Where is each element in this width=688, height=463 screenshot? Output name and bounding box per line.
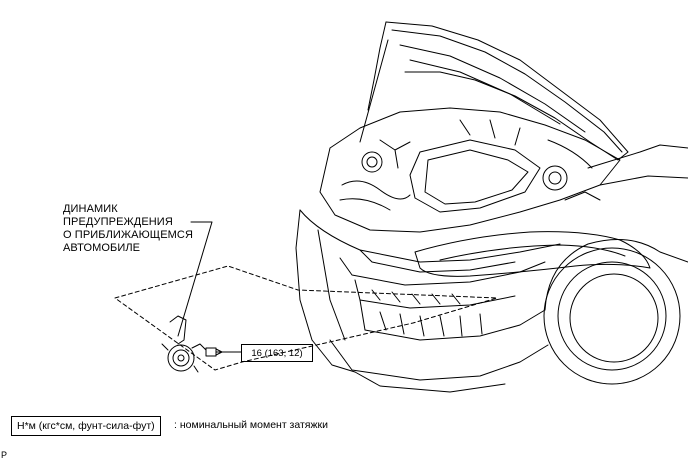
- warning-speaker: [161, 315, 207, 373]
- torque-unit-legend-box: Н*м (кгс*см, фунт-сила-фут): [11, 416, 161, 436]
- headlamp: [414, 231, 651, 277]
- callout-line-4: АВТОМОБИЛЕ: [63, 242, 141, 254]
- dashed-reference-outline: [114, 265, 498, 371]
- callout-line-1: ДИНАМИК: [63, 203, 118, 215]
- engine-bay: [319, 107, 621, 233]
- callout-line-3: О ПРИБЛИЖАЮЩЕМСЯ: [63, 229, 194, 241]
- leader-lines: [177, 221, 242, 353]
- torque-spec-box: 16 (163, 12): [241, 344, 313, 362]
- page-code: P: [1, 450, 8, 460]
- raised-hood: [367, 21, 629, 161]
- mounting-bolt: [205, 347, 225, 357]
- speaker-callout-label: ДИНАМИК ПРЕДУПРЕЖДЕНИЯ О ПРИБЛИЖАЮЩЕМСЯ …: [63, 203, 193, 255]
- torque-legend-description: : номинальный момент затяжки: [174, 419, 328, 431]
- front-bumper-and-grille: [295, 209, 561, 393]
- hood-prop-rod: [359, 39, 389, 143]
- callout-line-2: ПРЕДУПРЕЖДЕНИЯ: [63, 216, 173, 228]
- front-fender-and-wheel: [543, 144, 688, 385]
